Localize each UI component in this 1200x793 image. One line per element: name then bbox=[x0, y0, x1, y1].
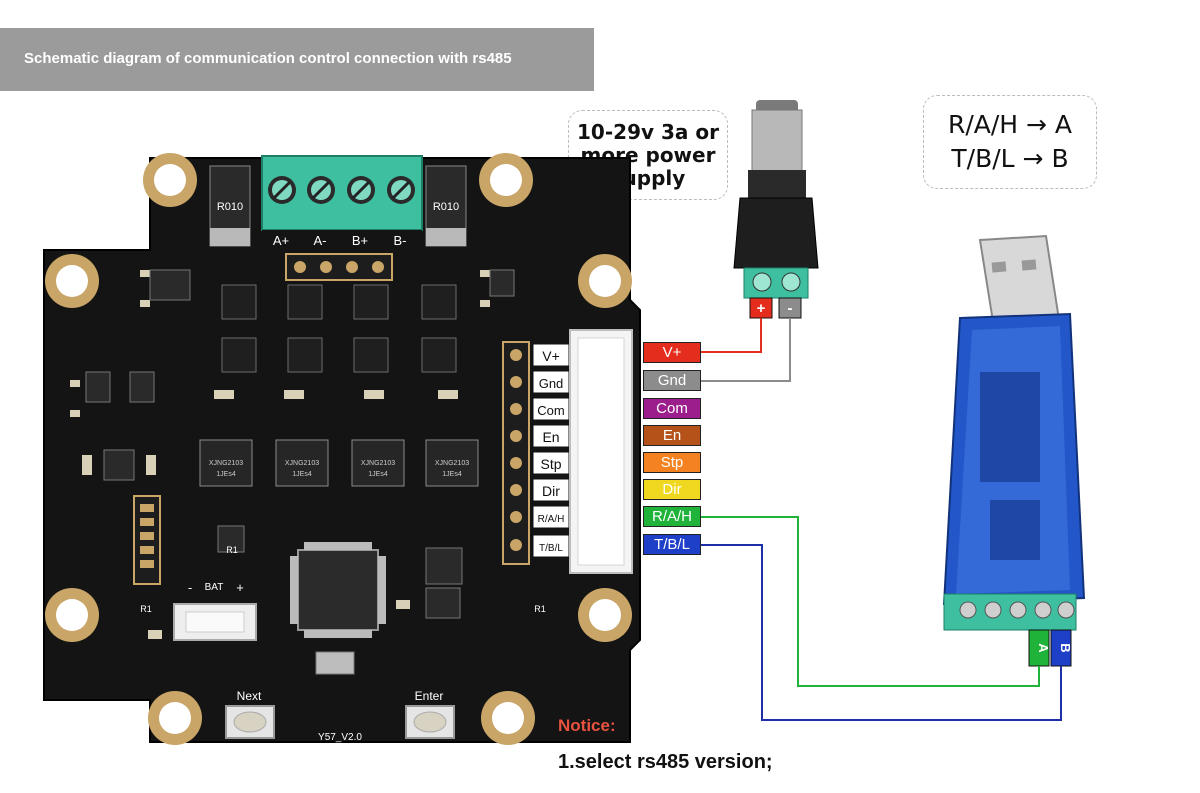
pin-mapping-callout: R/A/H → A T/B/L → B bbox=[923, 95, 1097, 189]
left-pin-header bbox=[133, 495, 161, 585]
pcb-body bbox=[43, 157, 641, 743]
terminal-label-a-plus: A+ bbox=[273, 233, 289, 248]
usb-rs485-adapter bbox=[942, 234, 1086, 631]
gate-driver-3: XJNG2103 1JEs4 bbox=[351, 439, 405, 487]
wire-label-gnd: Gnd bbox=[643, 370, 701, 391]
microcontroller bbox=[290, 542, 386, 638]
power-positive-tag: + bbox=[749, 297, 773, 319]
mapping-row-1: R/A/H → A bbox=[947, 110, 1073, 139]
battery-connector: - BAT + bbox=[173, 580, 257, 641]
svg-text:1JEs4: 1JEs4 bbox=[368, 471, 388, 478]
gate-driver-2: XJNG2103 1JEs4 bbox=[275, 439, 329, 487]
enter-button-label: Enter bbox=[415, 689, 444, 703]
adapter-terminal-a-label: A bbox=[1036, 643, 1051, 653]
wires bbox=[701, 318, 1062, 721]
motor-header-pads bbox=[285, 253, 393, 281]
wire-t-b-l bbox=[701, 544, 1062, 721]
svg-text:XJNG2103: XJNG2103 bbox=[285, 460, 319, 467]
wire-label-t-b-l: T/B/L bbox=[643, 534, 701, 555]
mounting-hole-bottom-left bbox=[148, 691, 202, 745]
mounting-hole-left-lower bbox=[45, 588, 99, 642]
resistor-marking-right: R010 bbox=[433, 201, 459, 213]
mounting-hole-right-upper bbox=[578, 254, 632, 308]
shunt-resistor-right: R010 bbox=[425, 165, 467, 247]
resistor-label-r1-left: R1 bbox=[140, 604, 152, 614]
next-button[interactable]: Next bbox=[225, 689, 275, 739]
board-pin-gnd: Gnd bbox=[539, 376, 564, 391]
power-positive-label: + bbox=[757, 300, 766, 317]
svg-text:XJNG2103: XJNG2103 bbox=[361, 460, 395, 467]
board-pin-stp: Stp bbox=[540, 456, 561, 472]
wire-label-en: En bbox=[643, 425, 701, 446]
board-plus-sign: + bbox=[236, 580, 244, 595]
svg-text:XJNG2103: XJNG2103 bbox=[209, 460, 243, 467]
terminal-label-a-minus: A- bbox=[314, 233, 327, 248]
adapter-terminal-a-tag: A bbox=[1028, 629, 1051, 667]
wire-r-a-h bbox=[701, 516, 1040, 687]
svg-text:1JEs4: 1JEs4 bbox=[442, 471, 462, 478]
signal-connector-housing bbox=[569, 329, 633, 574]
wire-v-plus bbox=[701, 318, 762, 353]
adapter-terminal-b-label: B bbox=[1058, 643, 1073, 652]
board-pin-labels: V+ Gnd Com En Stp Dir R/A/H T/B/L bbox=[532, 343, 570, 558]
gate-driver-4: XJNG2103 1JEs4 bbox=[425, 439, 479, 487]
svg-text:1JEs4: 1JEs4 bbox=[292, 471, 312, 478]
power-supply-text: 10-29v 3a or more power supply bbox=[577, 120, 719, 190]
mapping-row-2: T/B/L → B bbox=[951, 144, 1069, 173]
diagram-title: Schematic diagram of communication contr… bbox=[24, 50, 512, 67]
resistor-label-r1-right: R1 bbox=[534, 604, 546, 614]
terminal-label-b-minus: B- bbox=[394, 233, 407, 248]
wire-label-v-plus: V+ bbox=[643, 342, 701, 363]
terminal-label-b-plus: B+ bbox=[352, 233, 368, 248]
power-negative-label: - bbox=[788, 300, 793, 317]
signal-header-pads bbox=[502, 341, 530, 565]
shunt-resistor-left: R010 bbox=[209, 165, 251, 247]
notice-title: Notice: bbox=[558, 716, 616, 735]
board-pin-rah: R/A/H bbox=[538, 514, 565, 525]
dc-power-jack-adapter bbox=[733, 100, 819, 299]
wire-gnd bbox=[701, 318, 791, 382]
mounting-hole-top-left bbox=[143, 153, 197, 207]
crystal-oscillator bbox=[315, 651, 355, 675]
wire-label-r-a-h: R/A/H bbox=[643, 506, 701, 527]
board-pin-dir: Dir bbox=[542, 483, 560, 499]
wire-label-stp: Stp bbox=[643, 452, 701, 473]
passive-components bbox=[70, 270, 490, 639]
board-minus-sign: - bbox=[188, 580, 192, 595]
mosfet-array bbox=[221, 284, 457, 373]
resistor-label-r1: R1 bbox=[226, 545, 238, 555]
board-pin-tbl: T/B/L bbox=[539, 543, 563, 554]
gate-driver-1: XJNG2103 1JEs4 bbox=[199, 439, 253, 487]
wire-label-dir: Dir bbox=[643, 479, 701, 500]
svg-text:1JEs4: 1JEs4 bbox=[216, 471, 236, 478]
wire-label-com: Com bbox=[643, 398, 701, 419]
adapter-terminal-b-tag: B bbox=[1050, 629, 1073, 667]
title-banner: Schematic diagram of communication contr… bbox=[0, 28, 594, 91]
svg-text:XJNG2103: XJNG2103 bbox=[435, 460, 469, 467]
small-ics bbox=[85, 269, 515, 619]
mounting-hole-right-lower bbox=[578, 588, 632, 642]
notice-item-1: 1.select rs485 version; bbox=[558, 751, 773, 773]
board-pin-v-plus: V+ bbox=[542, 348, 560, 364]
power-negative-tag: - bbox=[778, 297, 802, 319]
battery-label: BAT bbox=[205, 582, 224, 593]
driver-board: R010 R010 A+ A- B+ B- bbox=[43, 153, 641, 745]
mounting-hole-top-right bbox=[479, 153, 533, 207]
board-version-label: Y57_V2.0 bbox=[318, 732, 362, 743]
resistor-marking-left: R010 bbox=[217, 201, 243, 213]
motor-terminal-block: A+ A- B+ B- bbox=[261, 155, 423, 248]
enter-button[interactable]: Enter bbox=[405, 689, 455, 739]
board-pin-en: En bbox=[542, 429, 559, 445]
mounting-hole-bottom-right bbox=[481, 691, 535, 745]
next-button-label: Next bbox=[237, 689, 262, 703]
board-pin-com: Com bbox=[537, 403, 564, 418]
mounting-hole-left-upper bbox=[45, 254, 99, 308]
